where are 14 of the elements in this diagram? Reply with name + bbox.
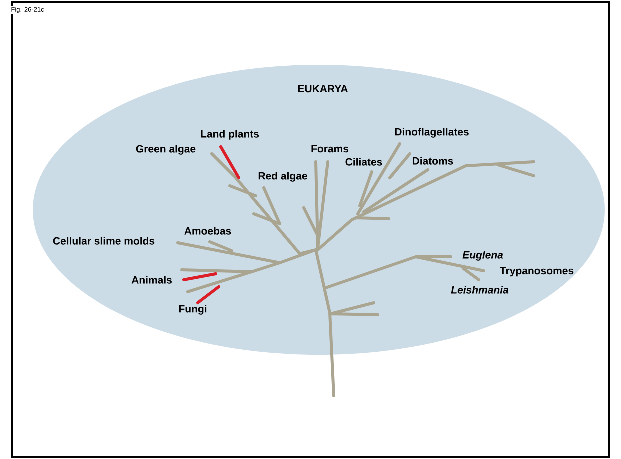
taxon-label: Animals: [132, 276, 172, 284]
taxon-label: Forams: [312, 145, 349, 153]
taxon-label: Euglena: [462, 251, 504, 261]
taxon-label: Ciliates: [346, 158, 382, 166]
taxon-label: Land plants: [201, 130, 260, 140]
taxon-label: Cellular slime molds: [53, 237, 155, 245]
taxon-label: Red algae: [258, 172, 308, 182]
taxon-label: Amoebas: [184, 227, 232, 235]
taxon-label: Leishmania: [451, 286, 509, 294]
taxon-label: Green algae: [136, 145, 196, 155]
taxon-label: Dinoflagellates: [395, 128, 469, 138]
taxon-label: Trypanosomes: [500, 267, 574, 277]
taxon-label: Fungi: [179, 305, 207, 315]
taxon-label: Diatoms: [413, 157, 454, 165]
